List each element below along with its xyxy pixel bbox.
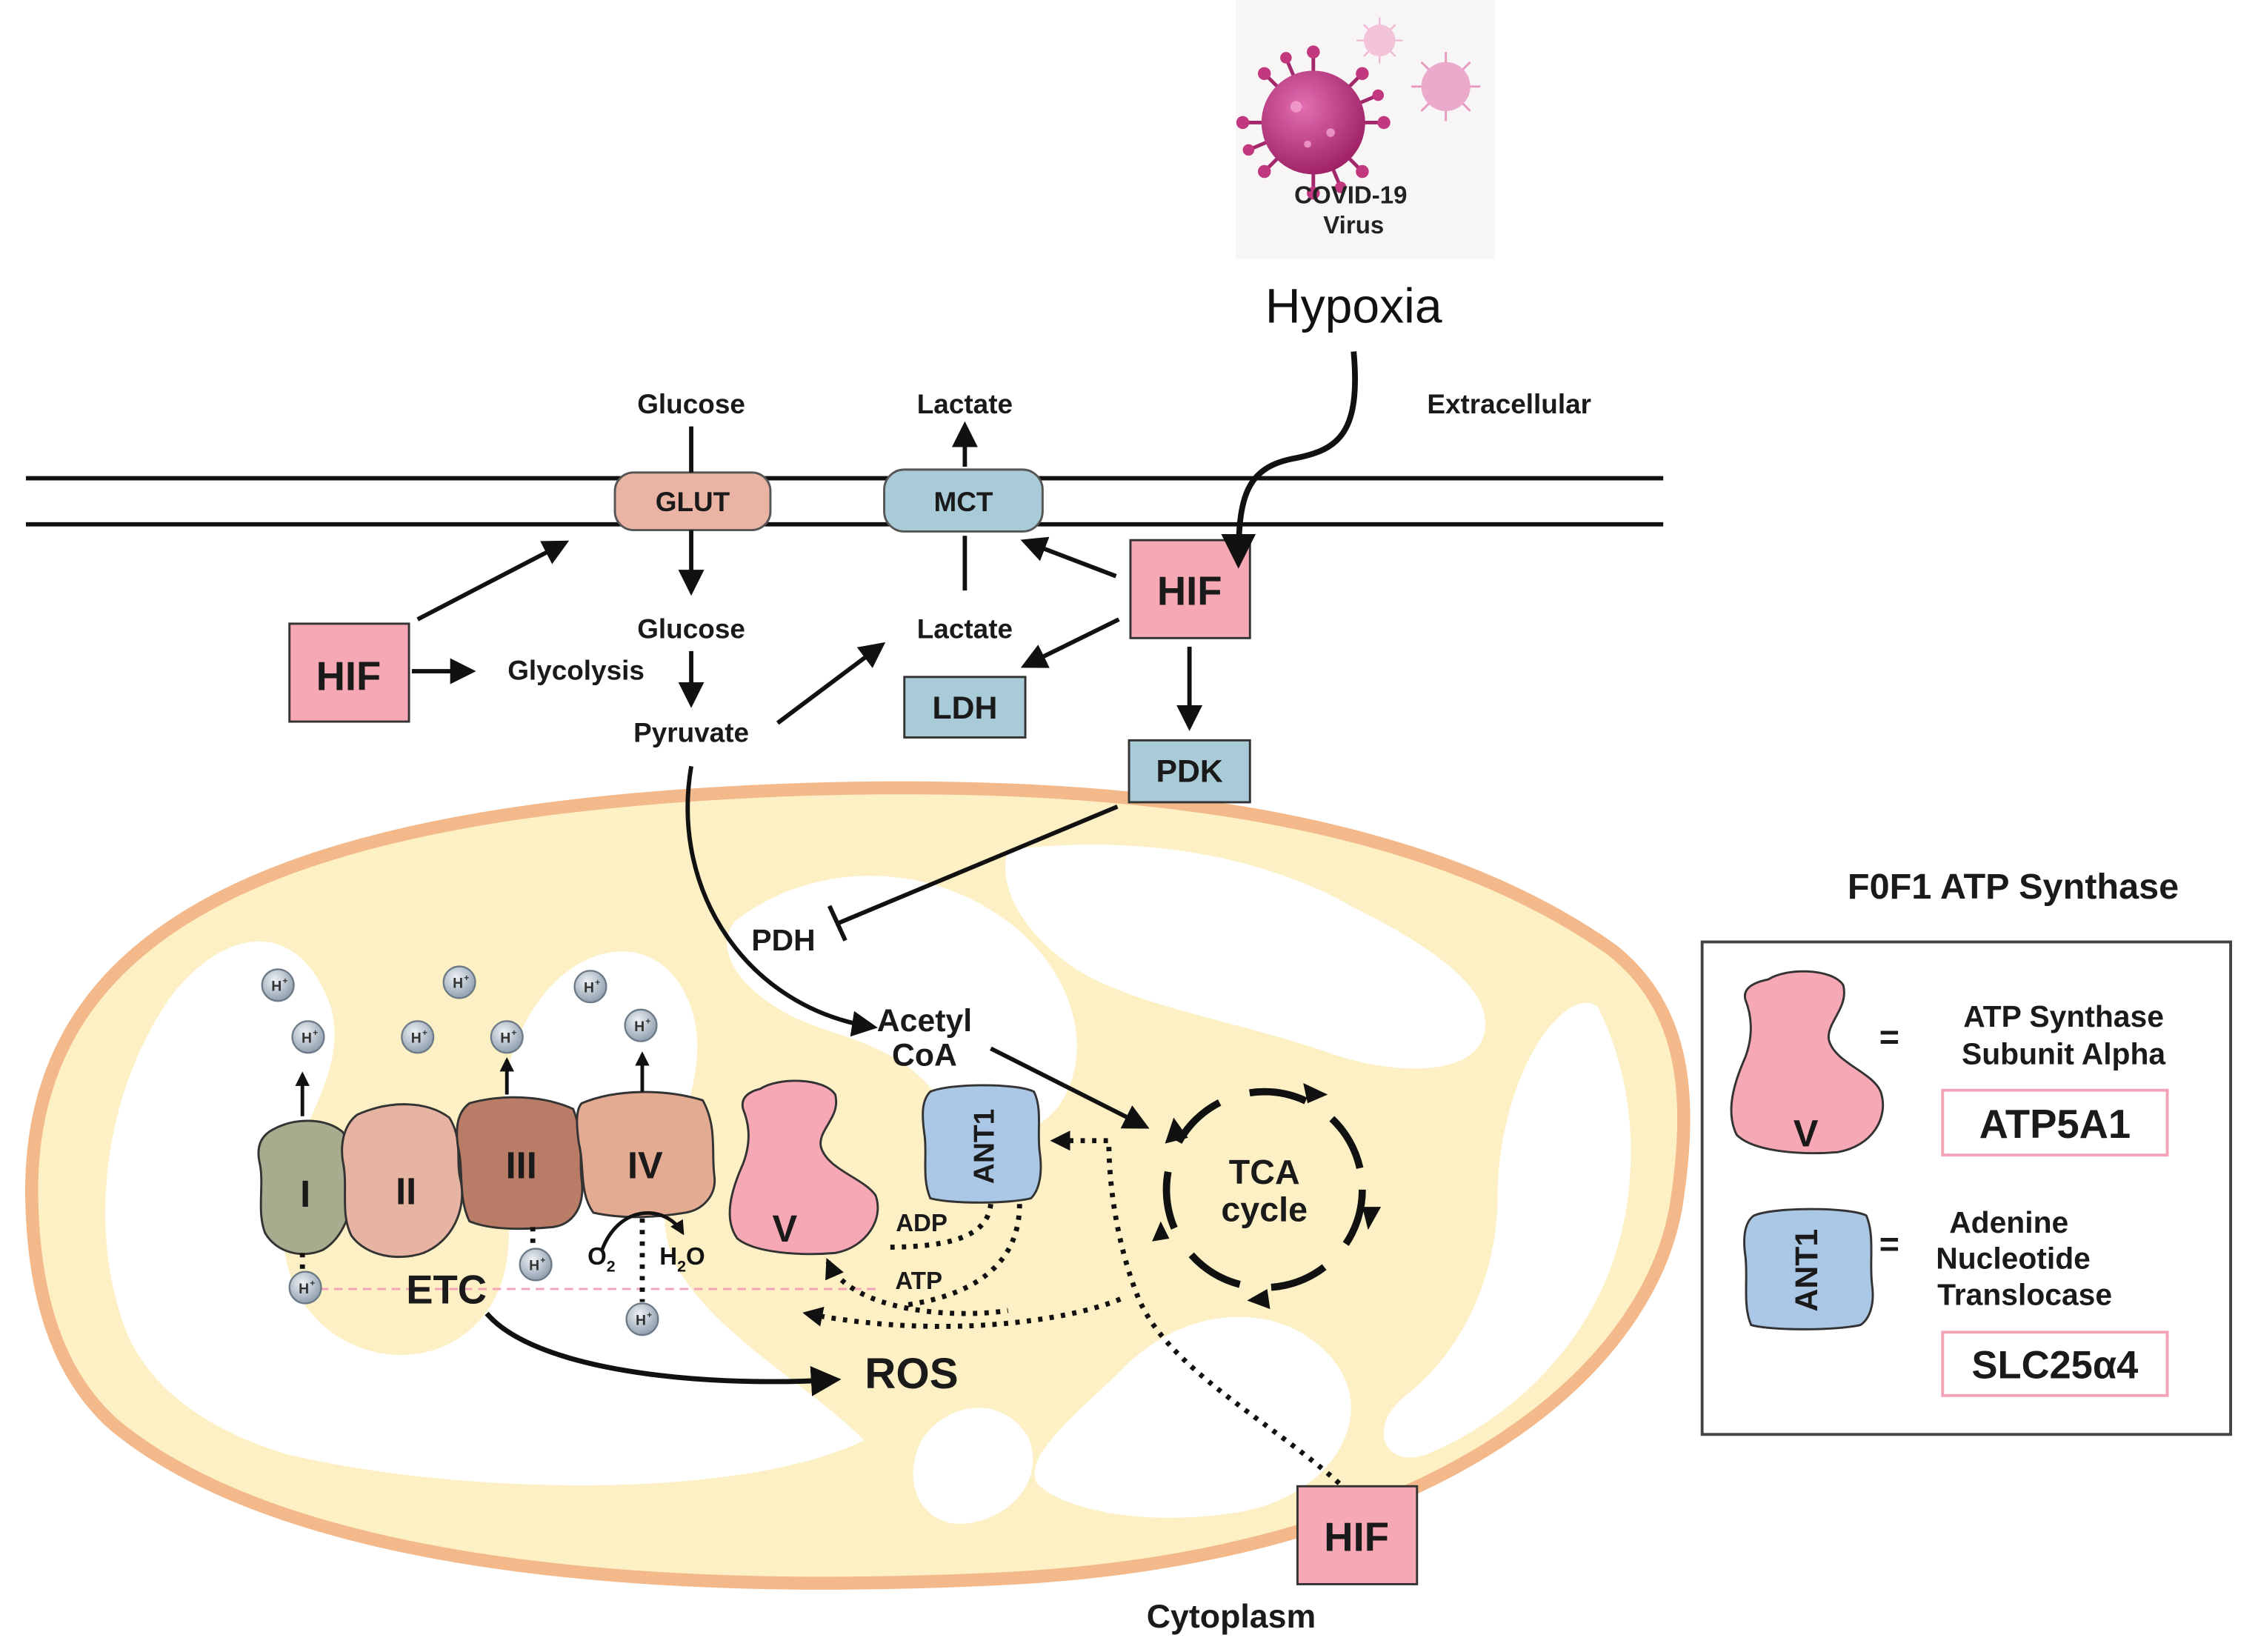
hif-right-label: HIF xyxy=(1157,569,1222,614)
proton-icon xyxy=(261,968,295,1002)
hif-bottom-label: HIF xyxy=(1324,1515,1389,1560)
transport-dotted-arrows xyxy=(802,1130,1342,1485)
legend-title: F0F1 ATP Synthase xyxy=(1848,867,2179,907)
legend-ant-line3: Translocase xyxy=(1937,1277,2112,1311)
cytoplasm-label: Cytoplasm xyxy=(1147,1599,1316,1635)
adp-label: ADP xyxy=(896,1210,948,1237)
legend-ant1-label: ANT1 xyxy=(1789,1229,1825,1312)
hif-box-left: HIF xyxy=(288,622,410,723)
complex-iii: III xyxy=(456,1096,584,1230)
virus-large-icon xyxy=(1236,45,1391,200)
tca-cycle: TCA cycle xyxy=(1152,1082,1382,1310)
ant1-label: ANT1 xyxy=(968,1109,1000,1184)
legend-ant-gene: SLC25α4 xyxy=(1972,1343,2139,1387)
virus-label-line1: COVID-19 xyxy=(1294,181,1407,209)
proton-icon xyxy=(624,1008,658,1042)
lactate-extracellular-label: Lactate xyxy=(917,389,1013,419)
virus-medium-icon xyxy=(1411,52,1481,121)
ldh-label: LDH xyxy=(932,690,997,726)
mct-label: MCT xyxy=(933,487,993,517)
complex-iii-label: III xyxy=(506,1144,537,1186)
proton-icon xyxy=(625,1302,659,1336)
hif-box-right: HIF xyxy=(1129,539,1251,639)
proton-icon xyxy=(291,1020,325,1054)
h2o-label: H2O xyxy=(659,1243,705,1276)
complex-iv: IV xyxy=(576,1090,716,1219)
legend-alpha-line2: Subunit Alpha xyxy=(1962,1037,2165,1071)
legend-ant-line1: Adenine xyxy=(1949,1205,2068,1239)
mct-transporter: MCT xyxy=(883,468,1044,533)
glycolysis-label: Glycolysis xyxy=(507,656,645,686)
etc-complexes: I II III IV xyxy=(257,965,882,1336)
legend-box: V = ATP Synthase Subunit Alpha ATP5A1 AN… xyxy=(1700,940,2233,1436)
ant1-transporter: ANT1 xyxy=(922,1084,1042,1204)
atp-label: ATP xyxy=(895,1268,942,1295)
glut-transporter: GLUT xyxy=(613,471,772,531)
ros-label: ROS xyxy=(865,1350,958,1398)
etc-label: ETC xyxy=(406,1267,487,1312)
legend-alpha-line1: ATP Synthase xyxy=(1963,999,2164,1033)
proton-icon xyxy=(401,1020,435,1054)
complex-iv-label: IV xyxy=(627,1144,663,1186)
pdk-box: PDK xyxy=(1128,739,1251,804)
glucose-extracellular-label: Glucose xyxy=(637,389,745,419)
complex-v-label: V xyxy=(773,1208,798,1250)
ldh-box: LDH xyxy=(903,676,1027,739)
legend-atp-synthase-icon: V xyxy=(1730,970,1885,1155)
virus-small-icon xyxy=(1356,17,1403,64)
tca-line2: cycle xyxy=(1221,1190,1308,1229)
complex-i: I xyxy=(257,1119,352,1256)
covid-virus-illustration: COVID-19 Virus xyxy=(1235,0,1495,260)
o2-label: O2 xyxy=(587,1243,616,1276)
complex-ii-label: II xyxy=(396,1170,416,1212)
hif-left-label: HIF xyxy=(316,653,382,699)
acetyl-coa-line2: CoA xyxy=(892,1038,957,1073)
etc-to-ros-arrow xyxy=(484,1311,842,1396)
extracellular-label: Extracellular xyxy=(1427,389,1591,419)
proton-icon xyxy=(442,965,476,999)
proton-icon xyxy=(490,1020,524,1054)
proton-icon xyxy=(573,970,607,1004)
complex-i-label: I xyxy=(300,1173,310,1215)
hif-box-bottom: HIF xyxy=(1296,1485,1419,1585)
legend-alpha-gene: ATP5A1 xyxy=(1979,1102,2131,1147)
pyruvate-label: Pyruvate xyxy=(633,717,749,747)
legend-ant-line2: Nucleotide xyxy=(1936,1242,2091,1276)
glucose-cytosol-label: Glucose xyxy=(637,613,745,644)
complex-ii: II xyxy=(341,1103,464,1259)
tca-line1: TCA xyxy=(1229,1153,1300,1191)
legend-equals-ant: = xyxy=(1879,1225,1899,1263)
pdk-label: PDK xyxy=(1156,754,1223,790)
acetyl-coa-line1: Acetyl xyxy=(877,1003,972,1039)
pdh-label: PDH xyxy=(751,923,815,957)
legend-v-label: V xyxy=(1794,1113,1819,1155)
legend-ant1-icon: ANT1 xyxy=(1743,1208,1874,1330)
legend-equals-alpha: = xyxy=(1879,1017,1899,1056)
pathway-arrows xyxy=(411,351,1358,1129)
hypoxia-label: Hypoxia xyxy=(1265,279,1442,334)
plasma-membrane xyxy=(25,476,1664,527)
lactate-cytosol-label: Lactate xyxy=(917,613,1013,644)
virus-label-line2: Virus xyxy=(1323,212,1384,239)
glut-label: GLUT xyxy=(656,487,730,517)
proton-icon xyxy=(519,1248,553,1282)
proton-icon xyxy=(288,1270,322,1305)
atp-synthase-alpha: V xyxy=(728,1079,879,1256)
